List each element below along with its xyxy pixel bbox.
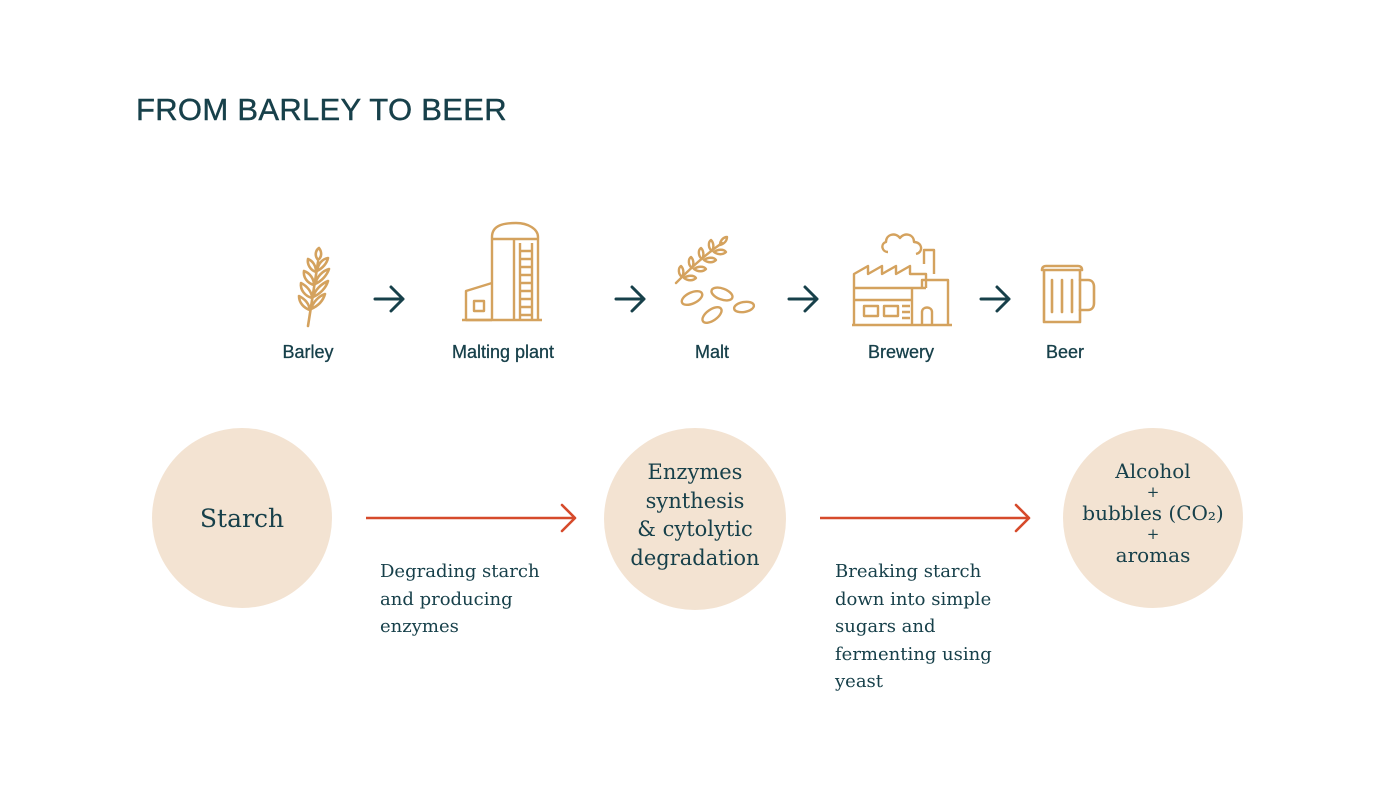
desc-line: and producing [380, 588, 513, 610]
arrow-right-icon [373, 283, 407, 320]
desc-line: Breaking starch [835, 561, 982, 582]
malting-silo-icon [462, 221, 542, 323]
desc-line: sugars and [835, 616, 936, 637]
desc-line: Degrading starch [380, 561, 540, 582]
desc-line: yeast [835, 671, 884, 692]
arrow-right-icon [979, 283, 1013, 320]
node-text: degradation [630, 545, 760, 570]
node-text: Alcohol [1115, 459, 1191, 483]
node-text: synthesis [645, 488, 745, 513]
node-text: bubbles (CO₂) [1082, 501, 1224, 525]
node-text: Starch [199, 503, 285, 533]
step-label-brewery: Brewery [867, 342, 935, 362]
desc-line: enzymes [380, 616, 459, 637]
process-arrow-icon [818, 502, 1034, 539]
beer-mug-icon [1040, 264, 1098, 326]
malt-grains-icon [672, 235, 758, 325]
plus-sign: + [1146, 525, 1160, 543]
page-title: FROM BARLEY TO BEER [136, 92, 507, 127]
arrow-right-icon [787, 283, 821, 320]
node-text: Enzymes [647, 460, 743, 484]
arrow-right-icon [614, 283, 648, 320]
factory-icon [852, 230, 952, 328]
process-description-1: Degrading starch and producing enzymes [380, 558, 540, 641]
plus-sign: + [1146, 483, 1160, 501]
process-arrow-icon [364, 502, 580, 539]
step-label-malting-plant: Malting plant [451, 342, 555, 362]
desc-line: down into simple [835, 588, 992, 610]
node-text: aromas [1115, 543, 1191, 567]
process-node-alcohol: Alcohol + bubbles (CO₂) + aromas [1063, 428, 1243, 608]
process-description-2: Breaking starch down into simple sugars … [835, 558, 992, 696]
desc-line: fermenting using [835, 643, 992, 665]
step-label-barley: Barley [282, 342, 334, 362]
step-label-malt: Malt [694, 342, 730, 362]
process-node-enzymes: Enzymes synthesis & cytolytic degradatio… [604, 428, 786, 610]
wheat-icon [288, 246, 340, 328]
node-text: & cytolytic [637, 517, 753, 541]
step-label-beer: Beer [1045, 342, 1085, 362]
process-node-starch: Starch [152, 428, 332, 608]
